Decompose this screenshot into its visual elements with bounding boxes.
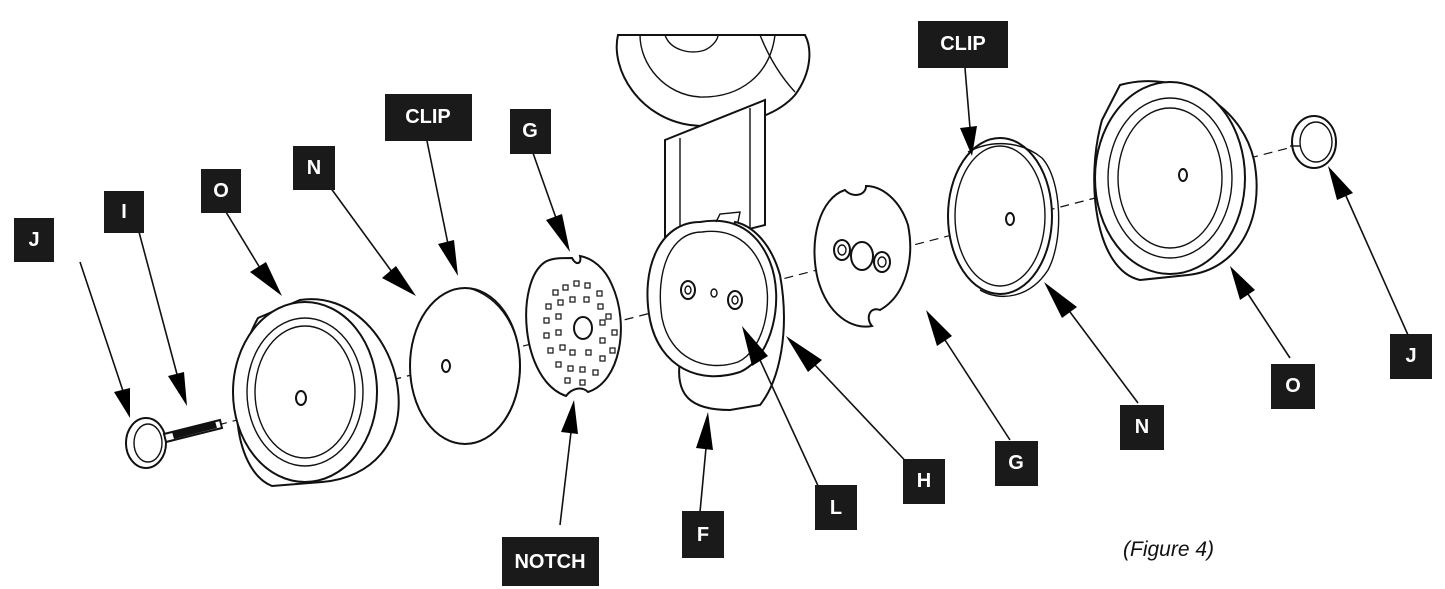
part-j-left-cap — [125, 417, 167, 469]
svg-text:H: H — [917, 470, 931, 492]
svg-text:G: G — [522, 120, 538, 142]
part-j-right-cap — [1290, 115, 1337, 169]
tag-h: H — [903, 459, 945, 504]
part-o-left-wheel — [232, 298, 400, 488]
leader-lines — [79, 67, 1409, 526]
tag-j-right: J — [1390, 334, 1432, 379]
part-h-hub-ring — [646, 211, 785, 412]
tag-o-left: O — [201, 169, 241, 213]
part-n-right-disc — [947, 137, 1060, 297]
tag-g-right: G — [995, 441, 1038, 486]
tag-clip-right: CLIP — [918, 21, 1008, 68]
svg-text:I: I — [121, 201, 127, 223]
svg-text:N: N — [307, 157, 321, 179]
svg-text:F: F — [697, 524, 709, 546]
svg-text:G: G — [1008, 452, 1024, 474]
figure-caption: (Figure 4) — [1123, 538, 1214, 561]
svg-text:N: N — [1135, 416, 1149, 438]
part-g-left-perforated-disc — [525, 254, 622, 398]
svg-text:CLIP: CLIP — [940, 33, 986, 55]
tag-n-right: N — [1120, 405, 1164, 450]
tag-f: F — [682, 511, 724, 558]
part-o-right-wheel — [1093, 80, 1258, 282]
svg-text:J: J — [28, 229, 39, 251]
svg-text:O: O — [213, 180, 229, 202]
svg-text:J: J — [1405, 345, 1416, 367]
svg-text:CLIP: CLIP — [405, 106, 451, 128]
tag-j-left: J — [14, 218, 54, 262]
tag-o-right: O — [1271, 364, 1315, 409]
tag-g-top: G — [510, 109, 551, 154]
tag-n-left: N — [293, 146, 335, 190]
part-g-right-disc — [813, 184, 912, 328]
tag-notch: NOTCH — [502, 537, 599, 586]
tag-clip-left: CLIP — [385, 94, 472, 141]
tag-i: I — [104, 191, 144, 233]
svg-text:L: L — [830, 497, 842, 519]
svg-text:NOTCH: NOTCH — [514, 551, 585, 573]
part-i-pin — [162, 418, 224, 444]
frame-top-wheel — [615, 34, 811, 252]
part-n-left-disc — [409, 287, 521, 445]
tag-l: L — [815, 485, 857, 530]
svg-text:O: O — [1285, 375, 1301, 397]
